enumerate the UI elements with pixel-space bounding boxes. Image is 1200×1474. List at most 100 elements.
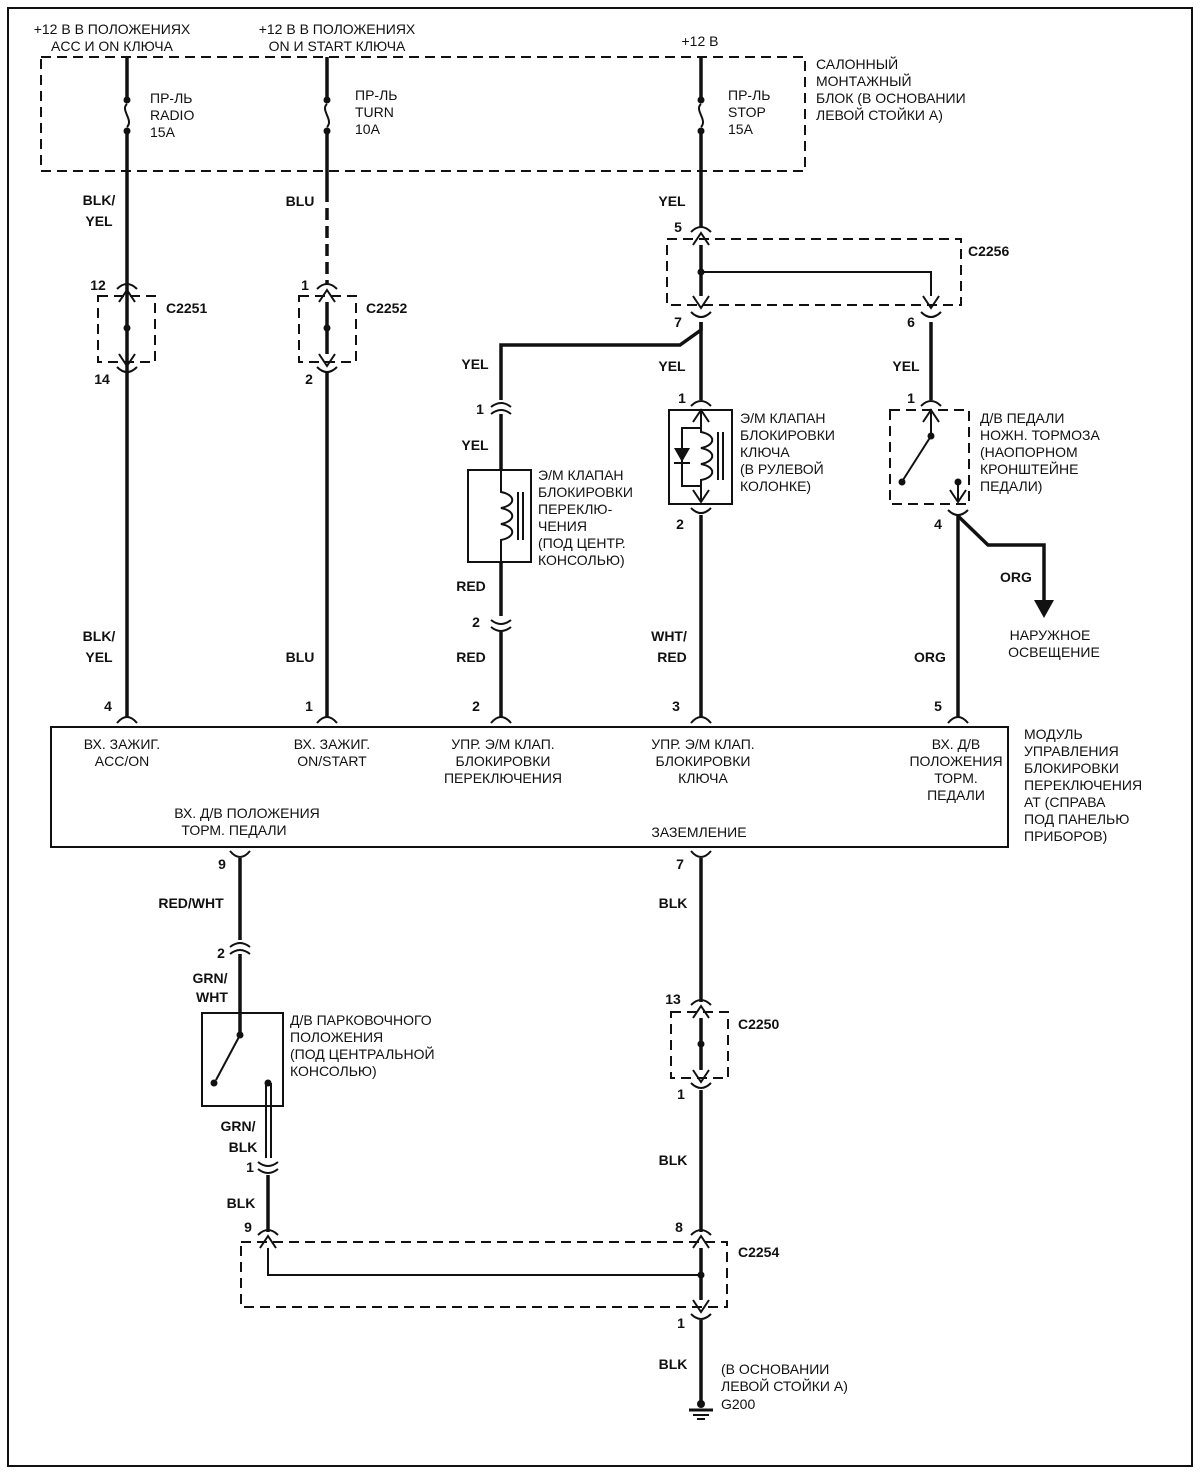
park-switch-icon: [210, 1031, 272, 1087]
brake-switch-pin-bottom: 4: [934, 516, 942, 532]
svg-text:КРОНШТЕЙНЕ: КРОНШТЕЙНЕ: [980, 460, 1078, 477]
connector-park-pin2-icon: [229, 942, 251, 955]
svg-text:ВХ. Д/В ПОЛОЖЕНИЯ: ВХ. Д/В ПОЛОЖЕНИЯ: [174, 805, 320, 821]
wire-label-grn-blk: GRN/ BLK: [221, 1118, 258, 1155]
wire-label-blk-park: BLK: [227, 1195, 256, 1211]
outer-frame: [7, 7, 1193, 1467]
svg-text:GRN/: GRN/: [221, 1118, 256, 1134]
svg-text:ТОРМ.: ТОРМ.: [934, 770, 978, 786]
module-pin-1-label: ВХ. ЗАЖИГ. ON/START: [294, 736, 370, 769]
svg-text:STOP: STOP: [728, 104, 766, 120]
connector-c2256-icon: [690, 226, 942, 318]
svg-text:БЛОКИРОВКИ: БЛОКИРОВКИ: [538, 484, 633, 500]
wire-label-wht-red: WHT/ RED: [651, 628, 687, 665]
svg-text:БЛОКИРОВКИ: БЛОКИРОВКИ: [1024, 760, 1119, 776]
module-pin-4-label: ВХ. ЗАЖИГ. ACC/ON: [84, 736, 160, 769]
wire-label-blk-ground-mid: BLK: [659, 1152, 688, 1168]
svg-text:ОСВЕЩЕНИЕ: ОСВЕЩЕНИЕ: [1008, 644, 1100, 660]
shift-solenoid-pin-top: 1: [476, 401, 484, 417]
wire-grn-blk: [265, 1083, 272, 1158]
park-switch-pin-bottom: 1: [246, 1159, 254, 1175]
svg-text:КЛЮЧА: КЛЮЧА: [740, 444, 790, 460]
brake-switch-pin-top: 1: [907, 390, 915, 406]
svg-text:САЛОННЫЙ: САЛОННЫЙ: [816, 55, 898, 72]
connector-c2251-icon: [116, 283, 138, 373]
connector-key-pin1-icon: [690, 400, 712, 407]
svg-text:ПЕДАЛИ: ПЕДАЛИ: [927, 787, 985, 803]
svg-text:УПР. Э/М КЛАП.: УПР. Э/М КЛАП.: [451, 736, 554, 752]
module-pin-7: 7: [676, 856, 684, 872]
svg-text:ПЕДАЛИ): ПЕДАЛИ): [980, 478, 1042, 494]
svg-text:15А: 15А: [728, 121, 754, 137]
park-switch-pin-top: 2: [217, 945, 225, 961]
module-pin-3: 3: [672, 698, 680, 714]
arrow-down-icon: [1034, 600, 1054, 618]
module-pin-2: 2: [472, 698, 480, 714]
module-pin-icons: [116, 716, 969, 858]
key-solenoid-pin-top: 1: [678, 390, 686, 406]
svg-text:УПР. Э/М КЛАП.: УПР. Э/М КЛАП.: [651, 736, 754, 752]
c2254-pin-right: 8: [675, 1219, 683, 1235]
svg-text:ПР-ЛЬ: ПР-ЛЬ: [150, 90, 192, 106]
svg-text:УПРАВЛЕНИЯ: УПРАВЛЕНИЯ: [1024, 743, 1119, 759]
wire-label-red-upper: RED: [456, 578, 486, 594]
c2251-pin-bottom: 14: [94, 371, 110, 387]
wire-label-org: ORG: [914, 649, 946, 665]
brake-switch-label: Д/В ПЕДАЛИ НОЖН. ТОРМОЗА (НАОПОРНОМ КРОН…: [980, 410, 1101, 494]
shift-solenoid-label: Э/М КЛАПАН БЛОКИРОВКИ ПЕРЕКЛЮ- ЧЕНИЯ (ПО…: [538, 467, 633, 568]
c2256-pin-out-right: 6: [907, 314, 915, 330]
c2251-pin-top: 12: [90, 277, 106, 293]
svg-text:RED: RED: [657, 649, 687, 665]
svg-text:ON И START КЛЮЧА: ON И START КЛЮЧА: [269, 38, 406, 54]
wire-label-blk-yel-lower: BLK/ YEL: [83, 628, 116, 665]
svg-text:ПОЛОЖЕНИЯ: ПОЛОЖЕНИЯ: [909, 753, 1002, 769]
svg-text:WHT/: WHT/: [651, 628, 687, 644]
svg-text:ПЕРЕКЛЮЧЕНИЯ: ПЕРЕКЛЮЧЕНИЯ: [444, 770, 562, 786]
exterior-lighting-label: НАРУЖНОЕ ОСВЕЩЕНИЕ: [1008, 627, 1100, 660]
svg-text:GRN/: GRN/: [193, 970, 228, 986]
svg-text:YEL: YEL: [85, 649, 113, 665]
svg-text:БЛОКИРОВКИ: БЛОКИРОВКИ: [740, 427, 835, 443]
svg-text:БЛОК (В ОСНОВАНИИ: БЛОК (В ОСНОВАНИИ: [816, 90, 966, 106]
connector-key-pin2-icon: [690, 507, 712, 514]
connector-c2252-icon: [316, 283, 338, 373]
svg-text:ВХ. ЗАЖИГ.: ВХ. ЗАЖИГ.: [84, 736, 160, 752]
module-pin-3-label: УПР. Э/М КЛАП. БЛОКИРОВКИ КЛЮЧА: [651, 736, 754, 786]
module-pin-4: 4: [104, 698, 112, 714]
connector-shift-pin2-icon: [490, 619, 512, 632]
c2252-pin-bottom: 2: [305, 371, 313, 387]
connector-shift-pin1-icon: [490, 402, 512, 415]
c2250-pin-top: 13: [665, 991, 681, 1007]
ground-icon: [689, 1400, 713, 1420]
shift-solenoid-coil-icon: [500, 470, 524, 562]
svg-text:+12 В В ПОЛОЖЕНИЯХ: +12 В В ПОЛОЖЕНИЯХ: [259, 21, 416, 37]
svg-text:ПРИБОРОВ): ПРИБОРОВ): [1024, 828, 1107, 844]
c2254-name: C2254: [738, 1244, 779, 1260]
wire-label-red-wht: RED/WHT: [158, 895, 224, 911]
wire-label-blk-yel-upper: BLK/ YEL: [83, 192, 116, 229]
fuse-box-label: САЛОННЫЙ МОНТАЖНЫЙ БЛОК (В ОСНОВАНИИ ЛЕВ…: [816, 55, 966, 123]
svg-text:(В ОСНОВАНИИ: (В ОСНОВАНИИ: [721, 1361, 829, 1377]
c2252-name: C2252: [366, 300, 407, 316]
svg-text:Д/В ПЕДАЛИ: Д/В ПЕДАЛИ: [980, 410, 1064, 426]
power-acc-on-label: +12 В В ПОЛОЖЕНИЯХ ACC И ON КЛЮЧА: [34, 21, 191, 54]
connector-park-pin1-icon: [257, 1161, 279, 1174]
wire-label-red-lower: RED: [456, 649, 486, 665]
wire-org-branch: [956, 514, 1046, 603]
svg-text:МОНТАЖНЫЙ: МОНТАЖНЫЙ: [816, 72, 912, 89]
svg-text:ПР-ЛЬ: ПР-ЛЬ: [355, 87, 397, 103]
wire-label-yel-brake: YEL: [892, 358, 920, 374]
svg-text:15А: 15А: [150, 124, 176, 140]
wire-label-blk-ground-lower: BLK: [659, 1356, 688, 1372]
wire-label-yel-key: YEL: [658, 358, 686, 374]
brake-switch-outline: [889, 409, 970, 505]
key-solenoid-pin-bottom: 2: [676, 516, 684, 532]
svg-text:ПЕРЕКЛЮЧЕНИЯ: ПЕРЕКЛЮЧЕНИЯ: [1024, 777, 1142, 793]
svg-text:БЛОКИРОВКИ: БЛОКИРОВКИ: [656, 753, 751, 769]
svg-text:КОЛОНКЕ): КОЛОНКЕ): [740, 478, 811, 494]
wire-label-yel-stop: YEL: [658, 193, 686, 209]
svg-text:(В РУЛЕВОЙ: (В РУЛЕВОЙ: [740, 460, 824, 477]
c2254-pin-left: 9: [244, 1219, 252, 1235]
svg-text:ЛЕВОЙ СТОЙКИ А): ЛЕВОЙ СТОЙКИ А): [721, 1377, 848, 1394]
svg-text:YEL: YEL: [85, 213, 113, 229]
